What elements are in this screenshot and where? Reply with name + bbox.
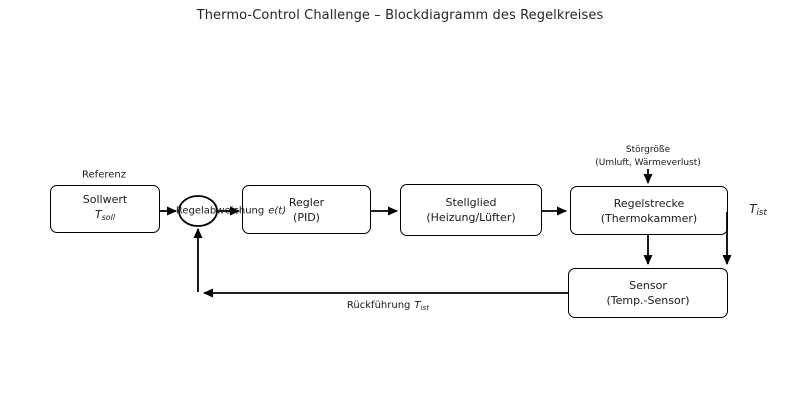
label-stoergroesse-line1: Störgröße [625, 145, 671, 155]
block-sensor: Sensor (Temp.-Sensor) [568, 268, 728, 318]
label-t-ist-output: Tist [749, 202, 767, 218]
label-error-signal-math: e(t) [268, 205, 287, 217]
label-stoergroesse-line2: (Umluft, Wärmeverlust) [595, 158, 701, 168]
block-stellglied-title: Stellglied [445, 196, 497, 209]
block-regler-title: Regler [288, 195, 325, 209]
block-sensor-title: Sensor [629, 279, 667, 292]
block-stellglied: Stellglied (Heizung/Lüfter) [400, 184, 542, 236]
block-regelstrecke-subtitle: (Thermokammer) [600, 211, 698, 225]
rueckfuehrung-t-subscript: ist [420, 303, 430, 313]
label-rueckfuehrung-text: Rückführung [346, 299, 411, 311]
t-ist-subscript: ist [756, 208, 767, 219]
diagram-title: Thermo-Control Challenge – Blockdiagramm… [196, 8, 604, 23]
label-stoergroesse: Störgröße (Umluft, Wärmeverlust) [595, 144, 701, 170]
block-regelstrecke-title: Regelstrecke [613, 196, 685, 210]
block-sollwert: Sollwert Tsoll [50, 185, 160, 233]
block-sensor-subtitle: (Temp.-Sensor) [606, 294, 690, 307]
label-referenz: Referenz [82, 169, 126, 181]
t-ist-base: T [749, 201, 757, 216]
t-soll-subscript: soll [101, 213, 116, 223]
label-regelabweichung-text: Regelabweichung [175, 205, 265, 217]
block-sollwert-symbol: Tsoll [95, 207, 115, 225]
block-regelstrecke: Regelstrecke (Thermokammer) [570, 186, 728, 235]
block-regler-subtitle: (PID) [293, 210, 320, 224]
block-sollwert-title: Sollwert [82, 193, 128, 207]
block-regler: Regler (PID) [242, 185, 371, 234]
t-soll-base: T [94, 208, 102, 222]
block-stellglied-subtitle: (Heizung/Lüfter) [426, 211, 516, 224]
rueckfuehrung-t-base: T [414, 299, 421, 311]
